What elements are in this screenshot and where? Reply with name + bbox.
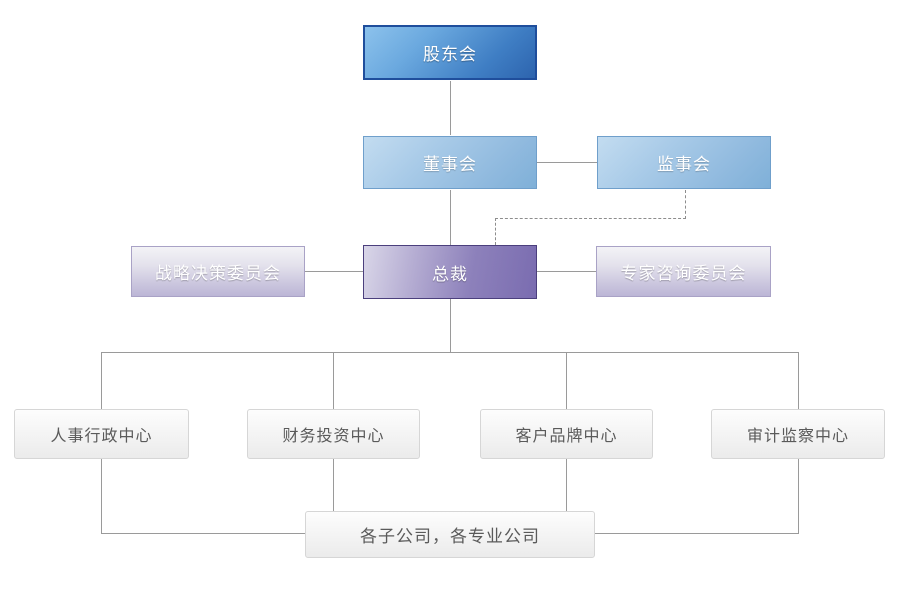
connector-president-to-bus <box>450 299 451 352</box>
connector-bus-to-finance <box>333 352 334 409</box>
node-board-of-directors[interactable]: 董事会 <box>363 136 537 189</box>
node-label: 总裁 <box>432 264 468 285</box>
node-label: 董事会 <box>423 155 477 175</box>
node-shareholders-meeting[interactable]: 股东会 <box>363 25 537 80</box>
node-finance-investment-center[interactable]: 财务投资中心 <box>247 409 420 459</box>
connector-audit-to-subsidiaries-down <box>798 459 799 534</box>
connector-bus-to-hr <box>101 352 102 409</box>
connector-audit-to-subsidiaries-across <box>594 533 799 534</box>
connector-supervisors-dashed-down <box>685 190 686 219</box>
node-president[interactable]: 总裁 <box>363 245 537 299</box>
connector-supervisors-dashed-into-president <box>495 218 496 245</box>
connector-board-to-president <box>450 190 451 245</box>
connector-bus-to-customer <box>566 352 567 409</box>
node-audit-supervision-center[interactable]: 审计监察中心 <box>711 409 885 459</box>
connector-finance-to-subsidiaries <box>333 459 334 511</box>
node-customer-brand-center[interactable]: 客户品牌中心 <box>480 409 653 459</box>
node-hr-admin-center[interactable]: 人事行政中心 <box>14 409 189 459</box>
node-label: 财务投资中心 <box>282 426 385 445</box>
connector-strategy-to-president <box>304 271 365 272</box>
node-subsidiaries[interactable]: 各子公司，各专业公司 <box>305 511 595 558</box>
connector-supervisors-dashed-across <box>495 218 686 219</box>
node-label: 战略决策委员会 <box>155 264 281 284</box>
node-label: 人事行政中心 <box>50 426 153 445</box>
node-label: 股东会 <box>423 45 477 65</box>
connector-hr-to-subsidiaries-down <box>101 459 102 534</box>
connector-bus-to-audit <box>798 352 799 409</box>
connector-president-to-expert <box>537 271 596 272</box>
connector-center-bus <box>101 352 799 353</box>
node-label: 监事会 <box>657 155 711 175</box>
node-label: 各子公司，各专业公司 <box>360 527 540 547</box>
connector-customer-to-subsidiaries <box>566 459 567 511</box>
connector-board-to-supervisors <box>537 162 597 163</box>
node-strategy-committee[interactable]: 战略决策委员会 <box>131 246 305 297</box>
node-label: 审计监察中心 <box>746 426 849 445</box>
connector-hr-to-subsidiaries-across <box>101 533 306 534</box>
node-board-of-supervisors[interactable]: 监事会 <box>597 136 771 189</box>
connector-shareholders-to-board <box>450 81 451 135</box>
node-expert-committee[interactable]: 专家咨询委员会 <box>596 246 771 297</box>
node-label: 客户品牌中心 <box>515 426 618 445</box>
node-label: 专家咨询委员会 <box>620 264 747 284</box>
